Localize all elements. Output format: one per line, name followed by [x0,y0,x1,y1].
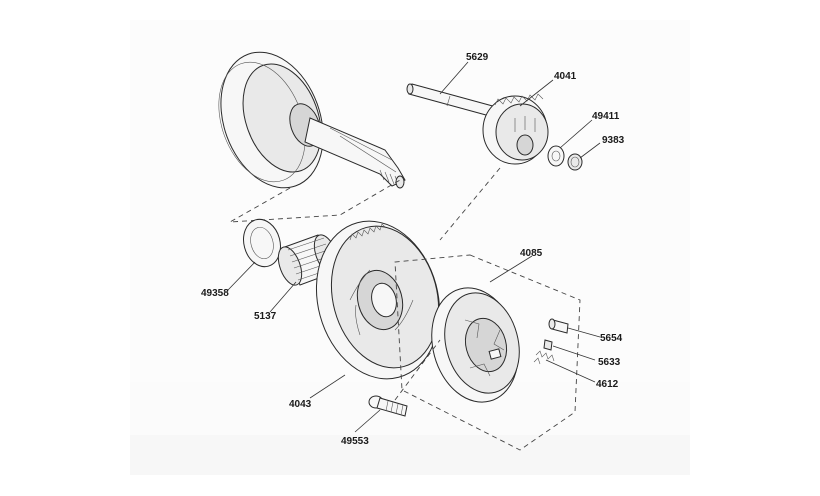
circlip-9383 [567,153,583,171]
label-4041: 4041 [554,71,577,82]
label-5633: 5633 [598,357,621,368]
alignment-line-bolt [394,339,441,401]
label-49411: 49411 [592,111,620,122]
label-5654: 5654 [600,333,623,344]
label-4612: 4612 [596,379,619,390]
label-4043: 4043 [289,399,312,410]
bolt-49553 [368,395,408,417]
flywheel-crankshaft-assembly [218,51,406,189]
spring-cap-5633 [543,339,553,351]
label-5629: 5629 [466,52,489,63]
label-9383: 9383 [602,135,625,146]
part-labels: 5629 4041 49411 9383 4085 49358 5137 404… [201,52,625,447]
washer-49411 [547,145,565,167]
roller-5654 [548,318,569,334]
label-5137: 5137 [254,311,277,322]
gear-4041 [482,93,549,165]
leader-lines [227,61,601,433]
large-gear-4043 [315,220,441,380]
label-49553: 49553 [341,436,369,447]
label-49358: 49358 [201,288,229,299]
spring-4612 [533,350,555,365]
alignment-box-4085 [394,254,581,451]
label-4085: 4085 [520,248,543,259]
alignment-line-4041 [439,167,501,241]
thrust-washer-49358 [243,218,281,268]
clutch-housing-4085 [431,287,520,403]
